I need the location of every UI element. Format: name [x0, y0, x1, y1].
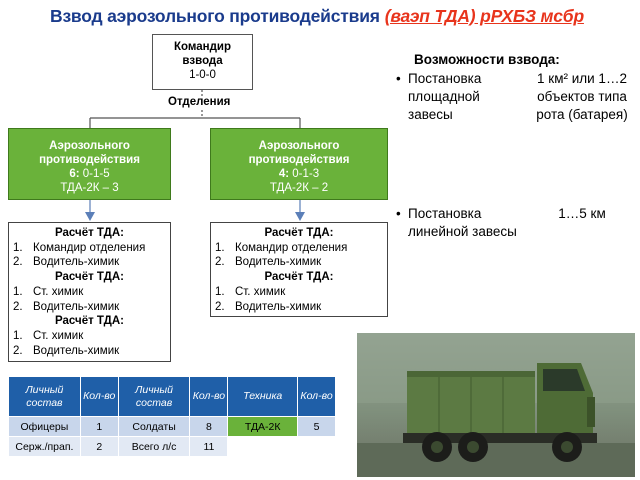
title-subtitle: (ваэп ТДА) рРХБЗ мсбр [384, 6, 584, 26]
capabilities-title: Возможности взвода: [414, 52, 560, 67]
squad-2-line2: противодействия [248, 154, 350, 167]
table-cell: Солдаты [117, 416, 191, 437]
military-truck-photo [357, 333, 635, 477]
commander-strength: 1-0-0 [189, 69, 216, 82]
capability-area-screen: • Постановка площадной завесы 1 км² или … [396, 70, 640, 190]
table-cell-equipment: ТДА-2К [227, 416, 299, 437]
crew-heading: Расчёт ТДА: [264, 227, 334, 239]
squad-2-strength: 0-1-3 [292, 168, 320, 181]
commander-line2: взвода [182, 55, 223, 68]
squad-1-strength: 0-1-5 [82, 168, 110, 181]
capability-label: Постановка площадной завесы [408, 71, 482, 123]
squad-1-line2: противодействия [39, 154, 140, 167]
squad-2-count: 4: [278, 168, 290, 181]
table-cell: 2 [79, 436, 119, 457]
crew-item: 1.Ст. химик [13, 285, 84, 298]
squad-1-line1: Аэрозольного [49, 140, 130, 152]
crew-item: 1.Ст. химик [13, 330, 84, 343]
bullet-icon: • [396, 206, 401, 221]
crew-item: 1.Командир отделения [215, 241, 348, 254]
table-cell: 5 [297, 416, 336, 437]
table-cell: 8 [189, 416, 229, 437]
table-cell: Всего л/с [117, 436, 191, 457]
squad-2-line1: Аэрозольного [258, 140, 340, 152]
squad-1-equipment: ТДА-2К – 3 [60, 182, 119, 195]
capability-value: 1…5 км [558, 206, 606, 221]
crew-list-squad-2: Расчёт ТДА: 1.Командир отделения 2.Водит… [210, 222, 388, 317]
title-main: Взвод аэрозольного противодействия [50, 6, 380, 26]
col-header: Кол-во [79, 376, 119, 417]
crew-item: 1.Командир отделения [13, 241, 146, 254]
table-cell-empty [227, 436, 299, 457]
platoon-commander-box: Командир взвода 1-0-0 [152, 34, 253, 90]
squad-2-equipment: ТДА-2К – 2 [269, 182, 329, 195]
crew-item: 1.Ст. химик [215, 285, 286, 298]
col-header: Личный состав [8, 376, 81, 417]
table-cell: Серж./прап. [8, 436, 81, 457]
staff-table: Личный состав Кол-во Личный состав Кол-в… [8, 376, 336, 457]
capability-value: 1 км² или 1…2 объектов типа рота (батаре… [536, 71, 628, 123]
col-header: Кол-во [297, 376, 336, 417]
table-cell: 1 [79, 416, 119, 437]
table-row: Офицеры 1 Солдаты 8 ТДА-2К 5 [8, 416, 336, 437]
crew-item: 2.Водитель-химик [13, 256, 120, 269]
col-header: Кол-во [189, 376, 229, 417]
crew-item: 2.Водитель-химик [215, 256, 322, 269]
col-header: Личный состав [117, 376, 191, 417]
capability-label: Постановка линейной завесы [408, 206, 517, 240]
squad-box-1: Аэрозольного противодействия 6: 0-1-5 ТД… [8, 128, 171, 200]
crew-item: 2.Водитель-химик [13, 344, 120, 357]
crew-heading: Расчёт ТДА: [55, 227, 124, 239]
squad-1-count: 6: [69, 168, 80, 181]
table-header-row: Личный состав Кол-во Личный состав Кол-в… [8, 376, 336, 417]
crew-item: 2.Водитель-химик [215, 300, 322, 313]
table-row: Серж./прап. 2 Всего л/с 11 [8, 436, 336, 457]
table-cell: Офицеры [8, 416, 81, 437]
table-cell-empty [297, 436, 336, 457]
crew-heading: Расчёт ТДА: [264, 271, 334, 284]
squad-box-2: Аэрозольного противодействия 4: 0-1-3 ТД… [210, 128, 388, 200]
crew-item: 2.Водитель-химик [13, 300, 120, 313]
crew-heading: Расчёт ТДА: [55, 271, 124, 284]
crew-list-squad-1: Расчёт ТДА: 1.Командир отделения 2.Водит… [8, 222, 171, 362]
page-title: Взвод аэрозольного противодействия(ваэп … [50, 6, 584, 27]
branches-label: Отделения [168, 96, 231, 108]
bullet-icon: • [396, 71, 401, 86]
crew-heading: Расчёт ТДА: [55, 315, 124, 328]
table-cell: 11 [189, 436, 229, 457]
capability-line-screen: • Постановка линейной завесы 1…5 км [396, 205, 640, 265]
commander-line1: Командир [174, 41, 231, 53]
col-header: Техника [227, 376, 299, 417]
